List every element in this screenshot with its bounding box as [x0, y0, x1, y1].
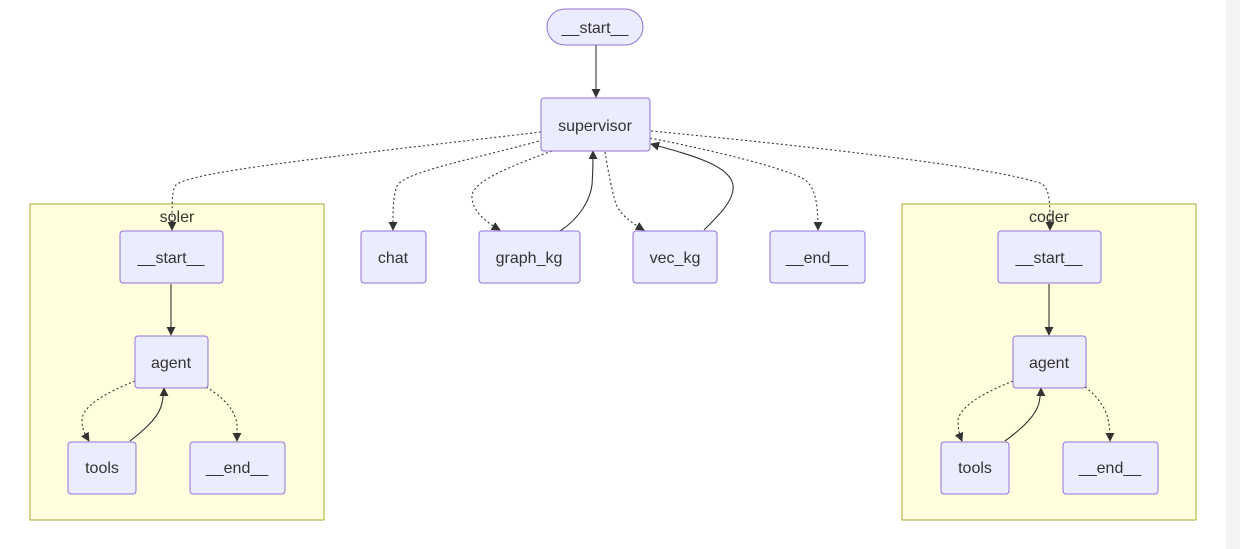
node-supervisor-box[interactable] [540, 97, 651, 152]
node-start[interactable]: __start__ [546, 8, 644, 46]
node-coder-tools-label: tools [958, 460, 992, 477]
node-graph-kg-box[interactable] [478, 230, 581, 284]
node-start-box[interactable] [546, 8, 644, 46]
node-soler-start[interactable]: __start__ [119, 230, 224, 284]
node-soler-agent-box[interactable] [134, 335, 209, 389]
edge-coder-agent-tools [954, 380, 1014, 442]
node-chat-box[interactable] [360, 230, 427, 284]
node-soler-end[interactable]: __end__ [189, 441, 286, 495]
node-coder-end[interactable]: __end__ [1062, 441, 1159, 495]
node-graph-kg[interactable]: graph_kg [478, 230, 581, 284]
node-soler-tools[interactable]: tools [67, 441, 137, 495]
edge-soler-agent-end [205, 386, 242, 442]
node-vec-kg-box[interactable] [632, 230, 718, 284]
node-soler-end-label: __end__ [205, 460, 269, 477]
node-coder-start-label: __start__ [1015, 250, 1084, 267]
edge-supervisor-chat [388, 139, 544, 231]
node-chat[interactable]: chat [360, 230, 427, 284]
edge-supervisor-end [649, 137, 823, 231]
edge-supervisor-vec-kg [604, 151, 645, 231]
node-chat-label: chat [378, 250, 409, 267]
node-soler-start-label: __start__ [137, 250, 206, 267]
node-graph-kg-label: graph_kg [496, 250, 563, 267]
cluster-soler-label: soler [160, 209, 195, 226]
node-coder-agent-label: agent [1029, 355, 1070, 372]
cluster-coder-label: coder [1029, 209, 1070, 226]
node-soler-tools-box[interactable] [67, 441, 137, 495]
node-end-label: __end__ [785, 250, 849, 267]
node-coder-agent[interactable]: agent [1012, 335, 1087, 389]
node-end-box[interactable] [769, 230, 866, 284]
node-coder-agent-box[interactable] [1012, 335, 1087, 389]
edges [80, 44, 1115, 442]
edge-soler-tools-agent [129, 387, 169, 442]
node-supervisor[interactable]: supervisor [540, 97, 651, 152]
node-vec-kg-label: vec_kg [650, 250, 701, 267]
node-coder-end-box[interactable] [1062, 441, 1159, 495]
node-coder-tools[interactable]: tools [940, 441, 1010, 495]
edge-coder-tools-agent [1004, 387, 1046, 442]
node-coder-start-box[interactable] [997, 230, 1102, 284]
node-soler-start-box[interactable] [119, 230, 224, 284]
node-vec-kg[interactable]: vec_kg [632, 230, 718, 284]
edge-soler-agent-tools [80, 380, 136, 442]
edge-graph-kg-supervisor [559, 150, 598, 232]
right-margin-strip [1226, 0, 1240, 549]
node-start-label: __start__ [561, 20, 630, 37]
node-end[interactable]: __end__ [769, 230, 866, 284]
node-coder-end-label: __end__ [1078, 460, 1142, 477]
node-soler-end-box[interactable] [189, 441, 286, 495]
edge-coder-agent-end [1084, 386, 1115, 442]
edge-supervisor-soler-start [167, 131, 542, 231]
node-soler-agent-label: agent [151, 355, 192, 372]
edge-supervisor-graph-kg [471, 150, 553, 231]
node-supervisor-label: supervisor [558, 118, 632, 135]
node-soler-tools-label: tools [85, 460, 119, 477]
edge-vec-kg-supervisor [650, 141, 734, 231]
node-coder-start[interactable]: __start__ [997, 230, 1102, 284]
node-soler-agent[interactable]: agent [134, 335, 209, 389]
node-coder-tools-box[interactable] [940, 441, 1010, 495]
